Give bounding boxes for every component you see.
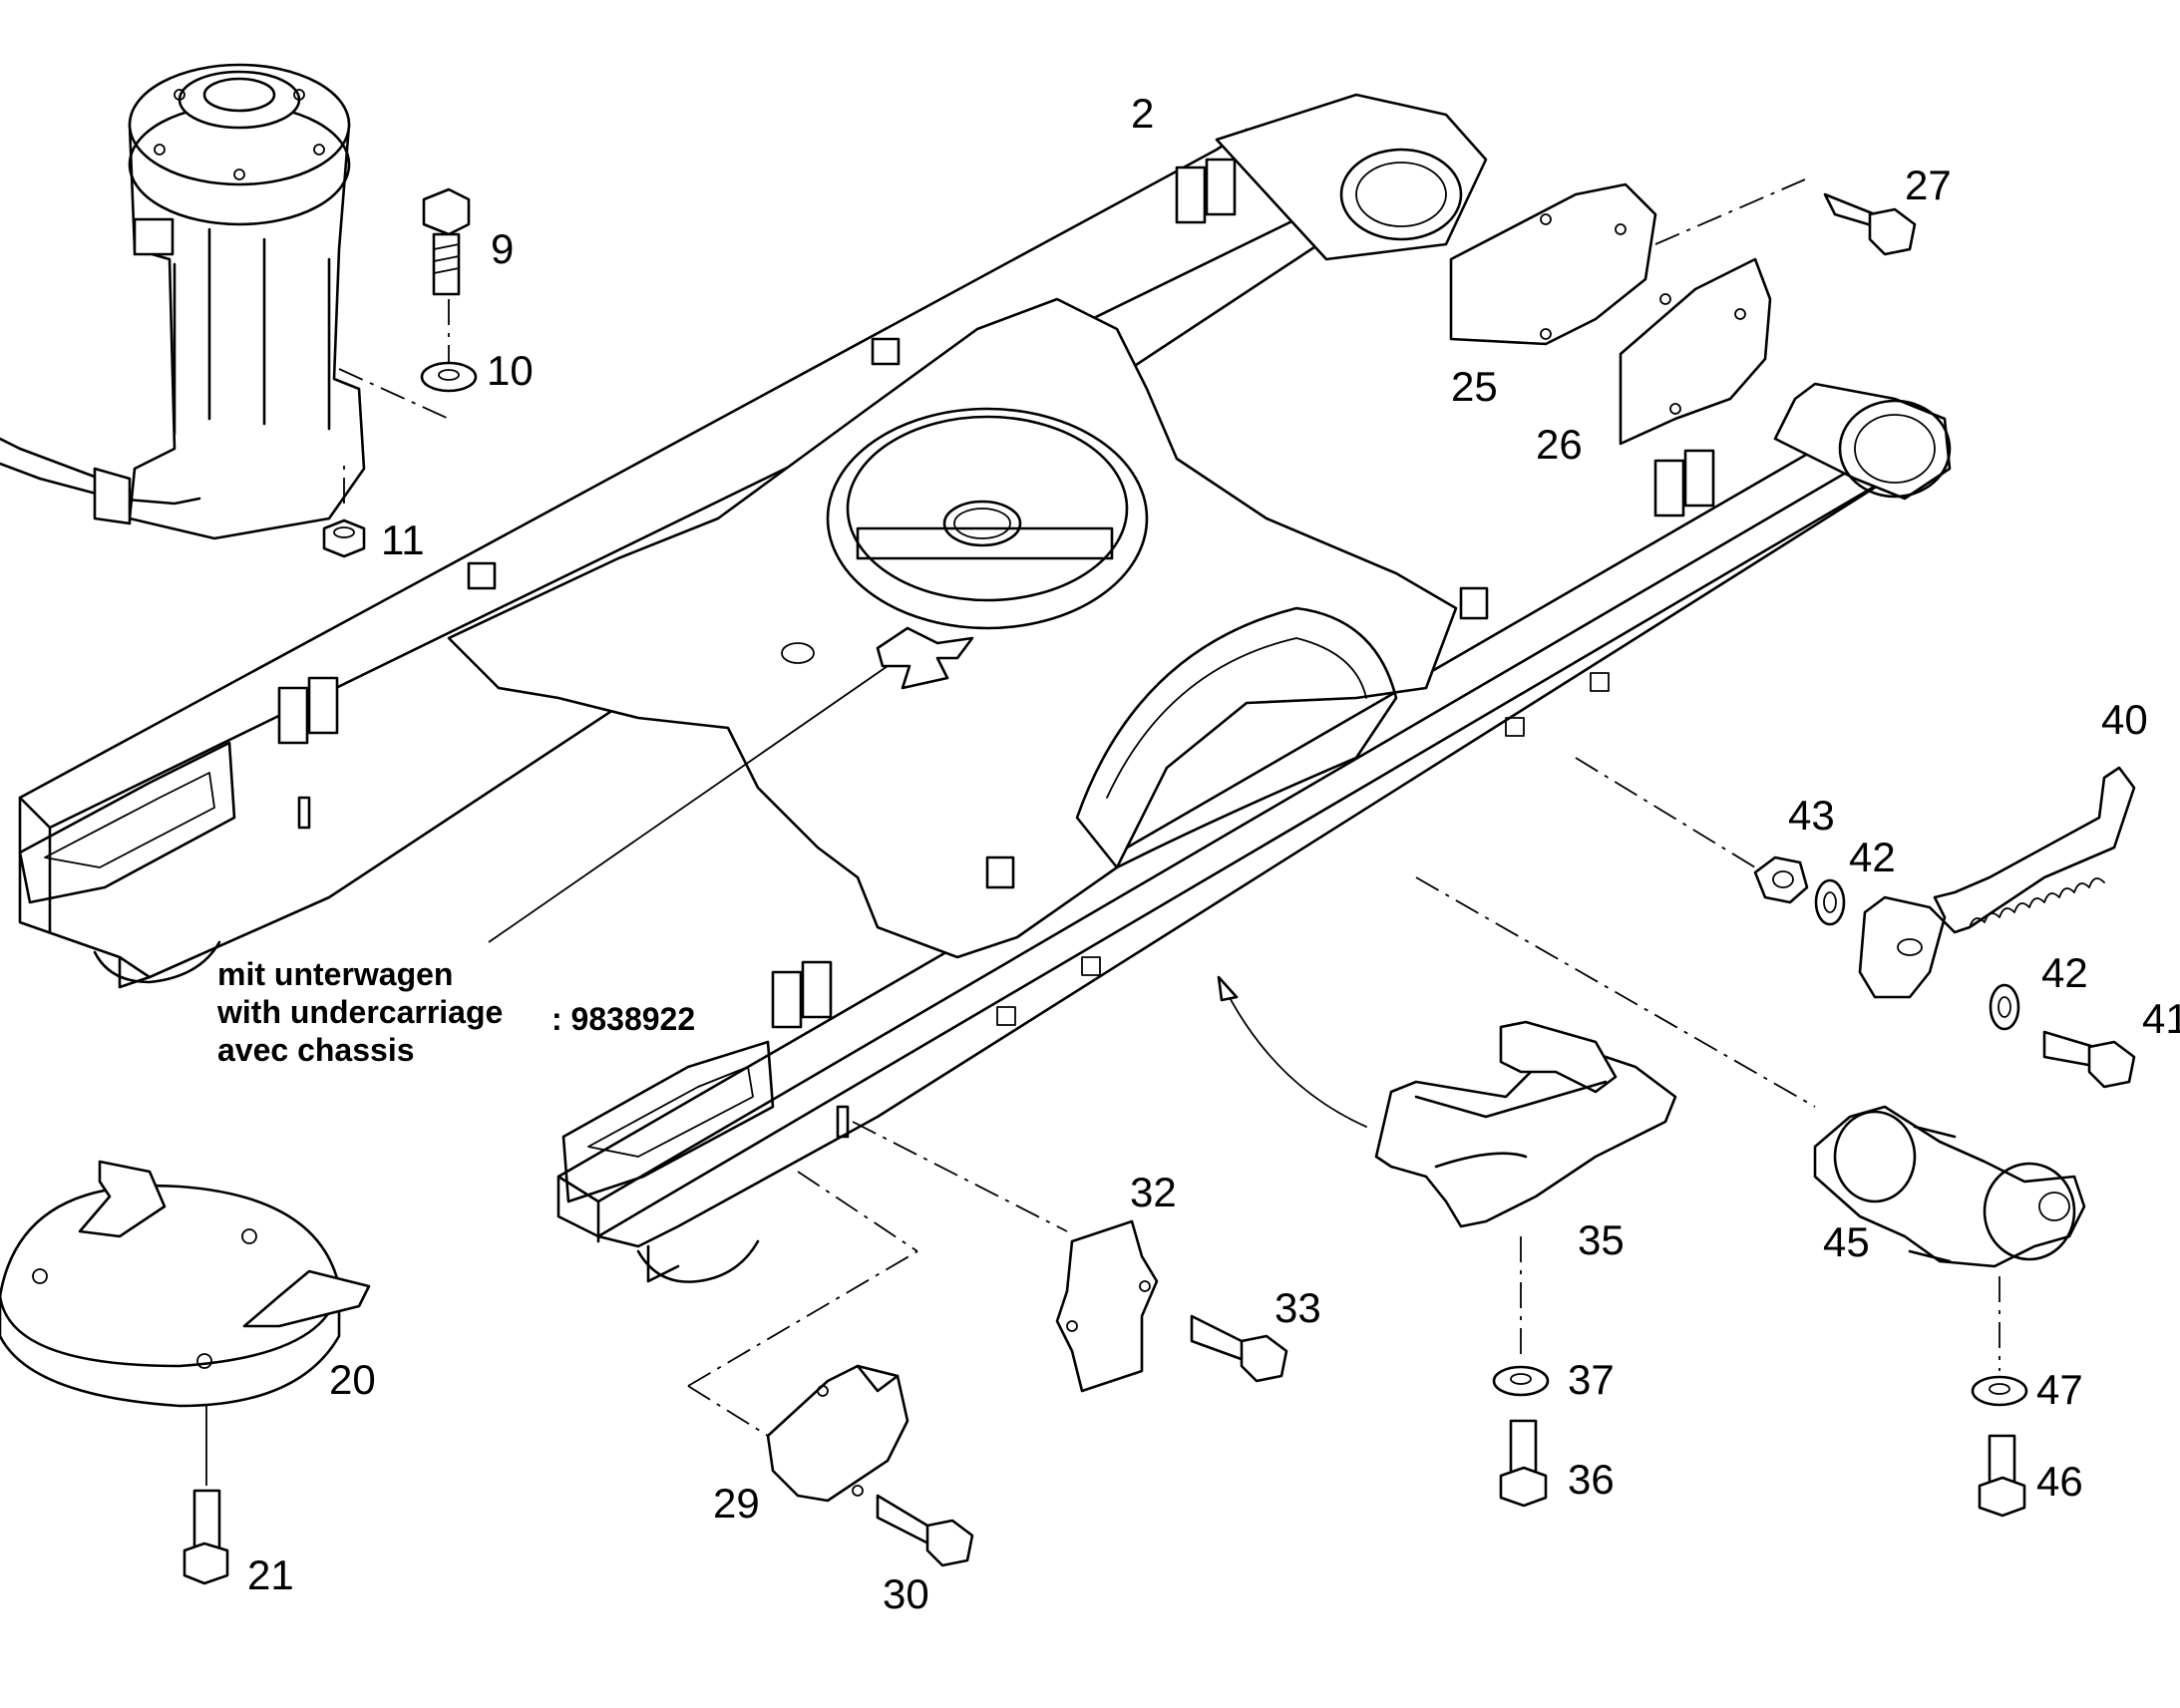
callout-42-upper: 42 [1849, 834, 1896, 880]
cover-25 [1449, 182, 1657, 346]
swivel-joint [0, 63, 366, 540]
callout-26: 26 [1536, 421, 1583, 468]
bolt-33 [1190, 1314, 1288, 1383]
undercarriage-frame [18, 93, 1952, 1283]
bolt-30 [876, 1494, 974, 1567]
part-number: : 9838922 [551, 1001, 696, 1037]
undercarriage-note: mit unterwagen with undercarriage avec c… [217, 955, 503, 1069]
callout-10: 10 [487, 347, 534, 394]
cover-26 [1619, 257, 1772, 446]
bolt-46 [1978, 1434, 2026, 1518]
callout-20: 20 [329, 1356, 376, 1403]
callout-35: 35 [1578, 1216, 1625, 1263]
callout-40: 40 [2101, 696, 2148, 743]
washer-42-upper [1814, 878, 1846, 926]
plate-32 [1055, 1219, 1159, 1393]
bolt-27 [1823, 192, 1917, 256]
callout-29: 29 [713, 1480, 760, 1527]
cover-plate-20 [0, 1160, 371, 1408]
callout-37: 37 [1568, 1356, 1615, 1403]
callout-43: 43 [1788, 792, 1835, 839]
bolt-21 [182, 1489, 229, 1585]
callout-21: 21 [247, 1551, 294, 1598]
callout-30: 30 [883, 1570, 929, 1617]
track-guard-35 [1374, 1020, 1677, 1228]
track-roller-45 [1813, 1105, 2086, 1268]
note-line-french: avec chassis [217, 1032, 415, 1068]
callout-9: 9 [491, 225, 514, 272]
callout-2: 2 [1131, 90, 1154, 137]
note-line-english: with undercarriage [217, 994, 504, 1030]
washer-10 [420, 361, 478, 393]
callout-33: 33 [1274, 1284, 1321, 1331]
cover-29 [766, 1364, 909, 1503]
nut-11 [322, 518, 366, 558]
washer-42-lower [1989, 983, 2020, 1031]
bolt-36 [1499, 1419, 1548, 1508]
bolt-41 [2042, 1030, 2136, 1089]
bolt-9 [422, 187, 471, 296]
nut-43 [1753, 855, 1809, 904]
callout-27: 27 [1905, 162, 1952, 208]
callout-36: 36 [1568, 1456, 1615, 1503]
washer-37 [1492, 1365, 1550, 1397]
callout-47: 47 [2036, 1366, 2083, 1413]
callout-11: 11 [381, 516, 425, 563]
callout-45: 45 [1823, 1218, 1870, 1265]
callout-25: 25 [1451, 363, 1498, 410]
note-line-german: mit unterwagen [217, 956, 454, 992]
callout-labels: 2 9 10 11 20 21 25 26 27 29 30 32 33 35 … [247, 90, 2180, 1617]
callout-42-lower: 42 [2041, 949, 2088, 996]
spring-bracket-40 [1858, 766, 2136, 999]
washer-47 [1971, 1375, 2028, 1407]
callout-41: 41 [2142, 995, 2180, 1042]
callout-32: 32 [1130, 1169, 1177, 1215]
callout-46: 46 [2036, 1458, 2083, 1505]
